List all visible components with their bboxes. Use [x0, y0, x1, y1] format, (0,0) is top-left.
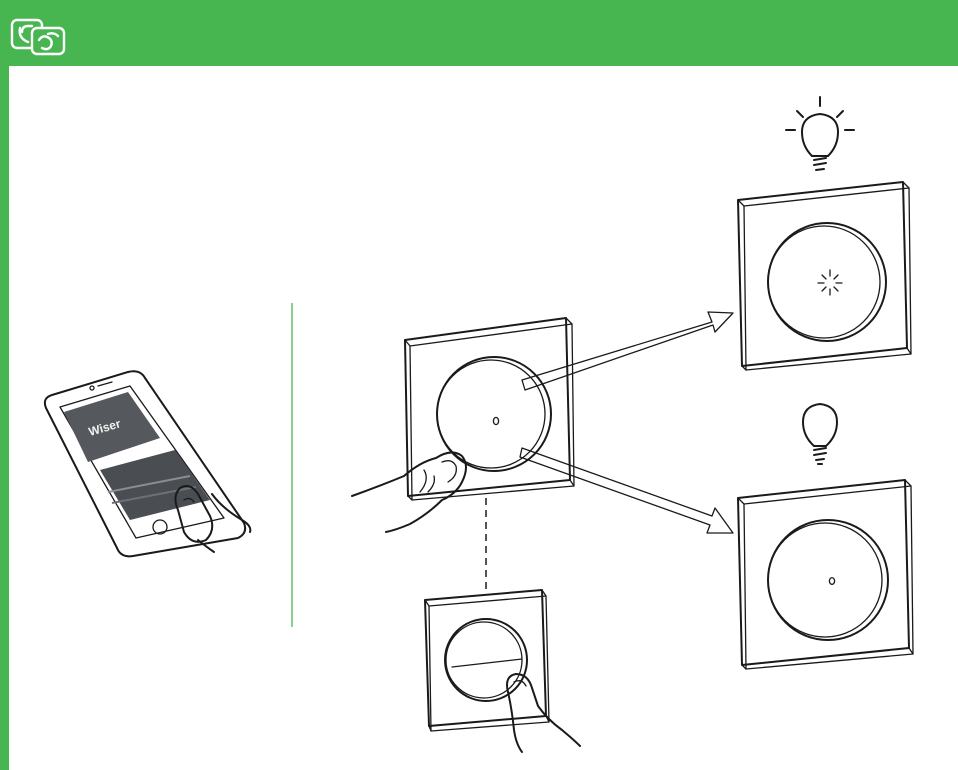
- pressing-hand-icon: [351, 451, 467, 533]
- secondary-switch-device: [424, 589, 550, 732]
- led-blink-icon: [817, 269, 843, 296]
- hand-icon: [174, 485, 252, 553]
- smartphone-icon: Wiser: [43, 370, 247, 558]
- main-switch-device: [404, 317, 575, 501]
- arrow-to-light-on: [521, 311, 734, 391]
- left-accent-rail: [0, 66, 9, 770]
- bulb-off-icon: [802, 403, 838, 465]
- light-off-switch-device: [737, 479, 914, 670]
- header-bar: [0, 0, 958, 66]
- light-on-switch-device: [737, 181, 912, 371]
- turning-hand-icon: [506, 673, 581, 753]
- pairing-hand-icon: [10, 18, 66, 56]
- arrow-to-light-off: [519, 447, 734, 534]
- bulb-on-icon: [785, 96, 855, 171]
